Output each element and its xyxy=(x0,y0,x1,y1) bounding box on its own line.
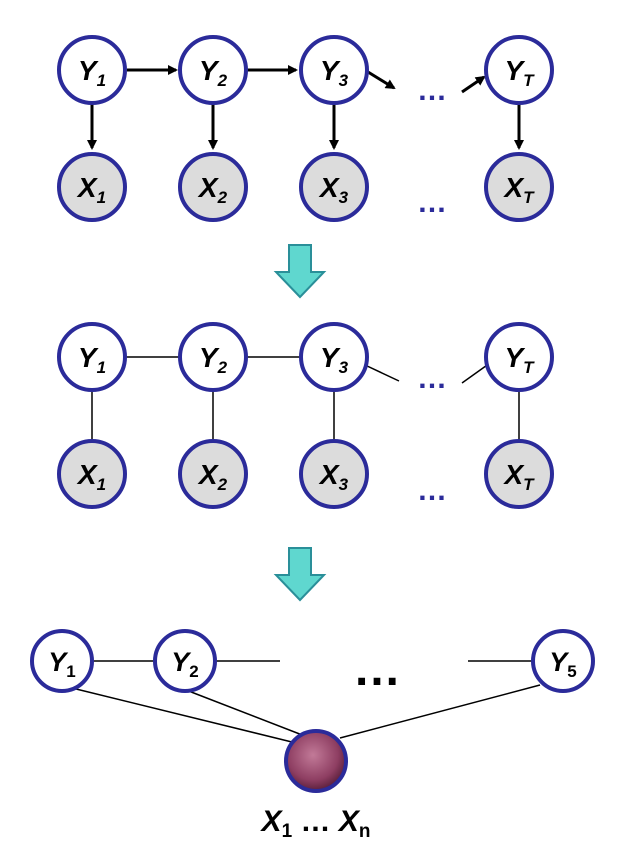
node2-xt: XT xyxy=(484,439,554,509)
node2-yt: YT xyxy=(484,322,554,392)
node2-y3: Y3 xyxy=(299,322,369,392)
edge-dots-yt xyxy=(461,75,486,94)
svg-text:X1: X1 xyxy=(76,459,106,494)
svg-text:X2: X2 xyxy=(197,459,228,494)
svg-text:Y2: Y2 xyxy=(199,342,228,377)
edge2-y3-dots xyxy=(364,364,400,382)
node-yt: YT xyxy=(484,35,554,105)
svg-text:Y2: Y2 xyxy=(199,55,228,90)
node-x2: X2 xyxy=(178,152,248,222)
svg-text:Y3: Y3 xyxy=(320,55,349,90)
down-arrow-1 xyxy=(273,244,327,299)
edge3-y2-x xyxy=(185,689,311,739)
svg-text:Y1: Y1 xyxy=(78,342,106,377)
svg-text:X3: X3 xyxy=(318,459,349,494)
node3-y1: Y1 xyxy=(30,629,94,693)
ellipsis2-bottom: … xyxy=(417,474,447,507)
node-y3: Y3 xyxy=(299,35,369,105)
svg-text:Y1: Y1 xyxy=(78,55,106,90)
latent-x-label: X1 … Xn xyxy=(260,805,371,842)
edge3-y1-x xyxy=(71,687,301,745)
ellipsis3: … xyxy=(353,643,401,696)
node-x1: X1 xyxy=(57,152,127,222)
node3-y5: Y5 xyxy=(531,629,595,693)
node2-y2: Y2 xyxy=(178,322,248,392)
node3-y2: Y2 xyxy=(153,629,217,693)
svg-text:XT: XT xyxy=(502,459,535,494)
edge3-y5-x xyxy=(339,684,541,739)
ellipsis2-top: … xyxy=(417,362,447,395)
down-arrow-2 xyxy=(273,547,327,602)
svg-text:X2: X2 xyxy=(197,172,228,207)
edge-y3-dots xyxy=(367,70,396,90)
svg-text:X1: X1 xyxy=(76,172,106,207)
panel-undirected-chain: Y1 Y2 Y3 YT … X1 X2 X3 XT xyxy=(57,322,554,509)
svg-text:Y3: Y3 xyxy=(320,342,349,377)
node-y2: Y2 xyxy=(178,35,248,105)
svg-text:YT: YT xyxy=(504,342,535,377)
ellipsis-bottom: … xyxy=(417,186,447,219)
panel-directed-hmm: Y1 Y2 Y3 YT … X1 X2 X3 XT xyxy=(57,35,554,222)
node2-x3: X3 xyxy=(299,439,369,509)
node-xt: XT xyxy=(484,152,554,222)
node-y1: Y1 xyxy=(57,35,127,105)
node2-x1: X1 xyxy=(57,439,127,509)
svg-text:XT: XT xyxy=(502,172,535,207)
svg-text:Y5: Y5 xyxy=(549,647,576,681)
svg-text:YT: YT xyxy=(504,55,535,90)
node-x3: X3 xyxy=(299,152,369,222)
svg-text:Y1: Y1 xyxy=(48,647,75,681)
svg-text:Y2: Y2 xyxy=(171,647,198,681)
node3-latent-x xyxy=(284,729,348,793)
node2-x2: X2 xyxy=(178,439,248,509)
svg-text:X3: X3 xyxy=(318,172,349,207)
node2-y1: Y1 xyxy=(57,322,127,392)
panel-collapsed-observation: Y1 Y2 Y5 … X1 … Xn xyxy=(30,629,595,842)
ellipsis-top: … xyxy=(417,74,447,107)
